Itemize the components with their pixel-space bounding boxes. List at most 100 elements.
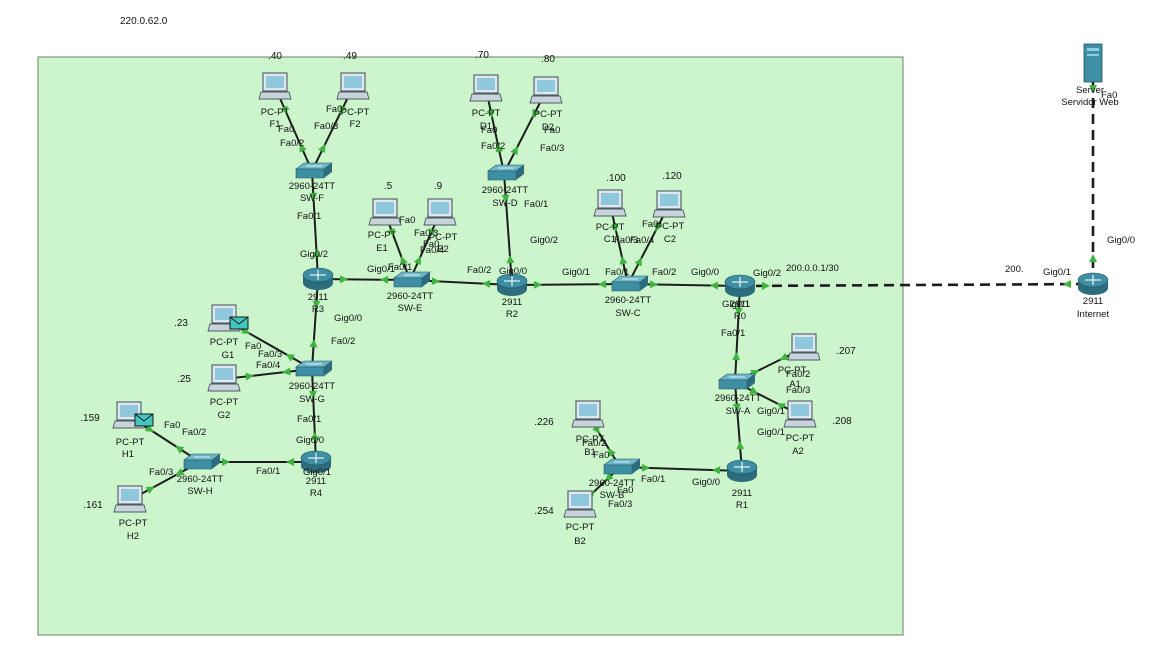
interface-label: Fa0/3: [786, 385, 810, 396]
pc-a1[interactable]: [787, 333, 821, 361]
router-r4[interactable]: [300, 450, 332, 473]
link-status-indicator-b: [309, 339, 318, 348]
interface-label: Fa0: [593, 450, 609, 461]
interface-label: Gig0/1: [562, 267, 590, 278]
host-ip-label: .25: [177, 374, 191, 385]
link-status-indicator-b: [608, 447, 616, 457]
pc-b2[interactable]: [563, 490, 597, 518]
device-model-label: PC-PT: [576, 434, 605, 445]
interface-label: Fa0/1: [388, 262, 412, 273]
device-model-label: PC-PT: [119, 518, 148, 529]
link-status-indicator-b: [400, 256, 408, 266]
interface-label: Fa0/4: [420, 245, 444, 256]
host-ip-label: .9: [434, 181, 443, 192]
pc-h2[interactable]: [113, 485, 147, 513]
interface-label: Gig0/0: [692, 477, 720, 488]
pc-c1[interactable]: [593, 189, 627, 217]
host-ip-label: .5: [384, 181, 393, 192]
link-status-indicator-b: [285, 354, 295, 362]
device-name-label: G1: [222, 350, 235, 361]
switch-swg[interactable]: [295, 360, 333, 377]
link-status-indicator-a: [339, 105, 347, 114]
link-status-indicator-a: [308, 390, 317, 399]
router-r1[interactable]: [726, 459, 758, 482]
link-f2-swf: [311, 86, 354, 172]
interface-label: Fa0/2: [481, 141, 505, 152]
link-d1-swd: [485, 88, 505, 174]
switch-swd[interactable]: [487, 164, 525, 181]
pc-c2[interactable]: [652, 190, 686, 218]
pc-a2[interactable]: [783, 400, 817, 428]
interface-label: Fa0/3: [314, 121, 338, 132]
link-status-indicator-b: [510, 146, 518, 156]
pc-d1[interactable]: [469, 74, 503, 102]
interface-label: Gig0/2: [300, 249, 328, 260]
link-f1-swf: [274, 86, 313, 172]
device-name-label: B2: [574, 536, 586, 547]
link-status-indicator-b: [712, 466, 721, 475]
pc-g1[interactable]: [207, 304, 249, 332]
link-status-indicator-b: [598, 280, 607, 289]
switch-swa[interactable]: [718, 373, 756, 390]
interface-label: Gig0/0: [296, 435, 324, 446]
link-status-indicator-b: [318, 144, 326, 153]
pc-f1[interactable]: [258, 72, 292, 100]
device-model-label: 2911: [308, 292, 328, 303]
device-name-label: H2: [127, 531, 139, 542]
device-name-label: A2: [792, 446, 804, 457]
link-status-indicator-b: [710, 281, 719, 290]
interface-label: Fa0/3: [414, 228, 438, 239]
router-arrows-icon: [310, 270, 326, 280]
router-r3[interactable]: [302, 267, 334, 290]
link-status-indicator-a: [309, 192, 318, 201]
interface-label: Gig0/1: [722, 299, 750, 310]
interface-label: Gig0/1: [757, 406, 785, 417]
router-inet[interactable]: [1077, 272, 1109, 295]
pc-d2[interactable]: [529, 76, 563, 104]
link-status-indicator-b: [413, 256, 422, 266]
device-model-label: PC-PT: [341, 107, 370, 118]
pc-h1[interactable]: [112, 401, 154, 429]
pc-e1[interactable]: [368, 198, 402, 226]
router-r2[interactable]: [496, 273, 528, 296]
switch-swb[interactable]: [603, 458, 641, 475]
device-name-label: C2: [664, 234, 676, 245]
interface-label: Fa0/2: [331, 336, 355, 347]
device-name-label: SW-F: [300, 193, 324, 204]
device-name-label: R0: [734, 311, 746, 322]
host-ip-label: .120: [662, 171, 682, 182]
pc-g2[interactable]: [207, 364, 241, 392]
switch-swf[interactable]: [295, 162, 333, 179]
link-status-indicator-a: [241, 326, 251, 334]
switch-swe[interactable]: [393, 271, 431, 288]
host-ip-label: .23: [174, 318, 188, 329]
link-status-indicator-b: [1089, 85, 1097, 93]
link-status-indicator-a: [245, 372, 254, 381]
pc-f2[interactable]: [336, 72, 370, 100]
link-status-indicator-a: [776, 403, 786, 411]
interface-label: Fa0: [544, 125, 560, 136]
switch-swh[interactable]: [183, 453, 221, 470]
link-status-indicator-b: [736, 441, 745, 450]
device-model-label: PC-PT: [116, 437, 145, 448]
device-name-label: H1: [122, 449, 134, 460]
switch-swc[interactable]: [611, 275, 649, 292]
interface-label: Fa0: [1101, 90, 1117, 101]
pc-b1[interactable]: [571, 400, 605, 428]
link-status-indicator-b: [282, 367, 291, 376]
link-r0-inet: [739, 282, 1094, 288]
device-model-label: 2960-24TT: [177, 474, 224, 485]
link-r3-swg: [311, 278, 319, 370]
pc-e2[interactable]: [423, 198, 457, 226]
link-status-indicator-a: [779, 352, 789, 361]
host-ip-label: .49: [343, 51, 357, 62]
link-swb-r1: [619, 466, 743, 472]
device-model-label: 2960-24TT: [289, 381, 336, 392]
device-name-label: R2: [506, 309, 518, 320]
router-r0[interactable]: [724, 274, 756, 297]
host-ip-label: .40: [268, 51, 282, 62]
server-srv[interactable]: [1083, 43, 1103, 83]
link-status-indicator-a: [1089, 254, 1097, 262]
link-status-indicator-a: [533, 280, 542, 289]
